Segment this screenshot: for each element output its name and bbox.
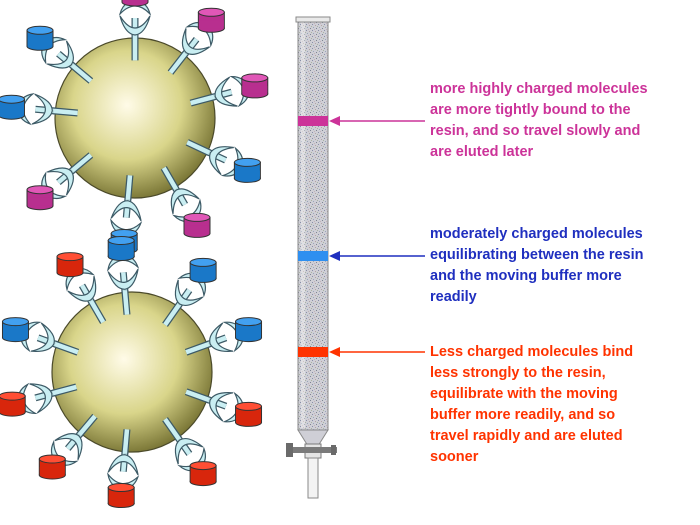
charged-molecule [26,25,54,51]
label-moderate-charge: moderately charged molecules equilibrati… [430,224,644,308]
receptor-stalk-base-fill [190,94,215,106]
resin-bead-bottom-group [0,235,263,509]
label-low-line-3: equilibrate with the moving [430,386,618,402]
receptor-stalk-base-fill [52,384,77,396]
charged-molecule [0,94,25,120]
charged-molecule [107,483,135,509]
label-low-line-2: less strongly to the resin, [430,365,606,381]
charged-molecule [235,317,263,343]
receptor-stalk-base-fill [89,299,106,324]
label-high-line-2: are more tightly bound to the [430,102,631,118]
arrow-moderate [329,251,425,261]
receptor-stalk-base-fill [70,153,93,173]
column-tube-highlight [301,22,305,428]
stopcock-handle [289,447,337,453]
receptor-stalk-base-fill [122,290,130,315]
charged-molecule [1,317,29,343]
label-low-charge: Less charged molecules bind less strongl… [430,342,633,468]
arrow-moderate-head [329,251,340,261]
receptor-stalk-base-fill [168,51,188,74]
charged-molecule [233,157,261,183]
receptor-stalk-base-fill [186,140,211,155]
label-low-line-6: sooner [430,449,479,465]
chromatography-column [286,16,337,499]
receptor-stalk-base-fill [77,414,97,437]
label-low-line-5: travel rapidly and are eluted [430,428,623,444]
label-moderate-line-4: readily [430,289,477,305]
label-high-line-1: more highly charged molecules [430,81,648,97]
charged-molecule [189,257,217,283]
stopcock-knob-left [286,443,293,457]
column-top-rim [295,16,331,23]
column-glass-tube [297,19,329,431]
charged-molecule [197,7,225,33]
charged-molecule [241,73,269,99]
label-moderate-line-3: and the moving buffer more [430,268,622,284]
receptor-stalk-base-fill [185,341,210,355]
resin-bead [54,37,216,199]
band-high-charge [298,116,328,126]
charged-molecule [183,212,211,238]
receptor-stalk-base-fill [122,429,130,454]
label-low-line-1: Less charged molecules bind [430,344,634,360]
charged-molecule [189,461,217,487]
charged-molecule [235,401,263,427]
arrow-high [329,116,425,126]
receptor-stalk-base-fill [70,63,93,83]
charged-molecule [107,235,135,261]
resin-bead-top-group [0,0,269,255]
receptor-stalk-base-fill [161,166,178,191]
charged-molecule [26,185,54,211]
band-moderate-charge [298,251,328,261]
band-low-charge [298,347,328,357]
receptor-stalk-base-fill [163,417,181,441]
label-high-line-4: are eluted later [430,144,534,160]
arrow-low-head [329,347,340,357]
label-low-line-4: buffer more readily, and so [430,407,616,423]
charged-molecule [0,391,26,417]
charged-molecule [38,454,66,480]
receptor-stalk-base-fill [185,389,210,403]
resin-bead [51,291,213,453]
label-high-line-3: resin, and so travel slowly and [430,123,641,139]
receptor-stalk-base-fill [163,303,181,327]
charged-molecule [121,0,149,7]
arrow-high-head [329,116,340,126]
charged-molecule [56,252,84,278]
receptor-stalk-base-fill [54,341,79,355]
column-outlet-tip [307,457,319,499]
stopcock-knob-right [331,445,336,455]
label-moderate-line-2: equilibrating between the resin [430,247,644,263]
receptor-stalk-base-fill [53,108,78,116]
receptor-stalk-base-fill [125,175,133,200]
label-high-charge: more highly charged molecules are more t… [430,79,648,163]
label-moderate-line-1: moderately charged molecules [430,226,643,242]
arrow-low [329,347,425,357]
